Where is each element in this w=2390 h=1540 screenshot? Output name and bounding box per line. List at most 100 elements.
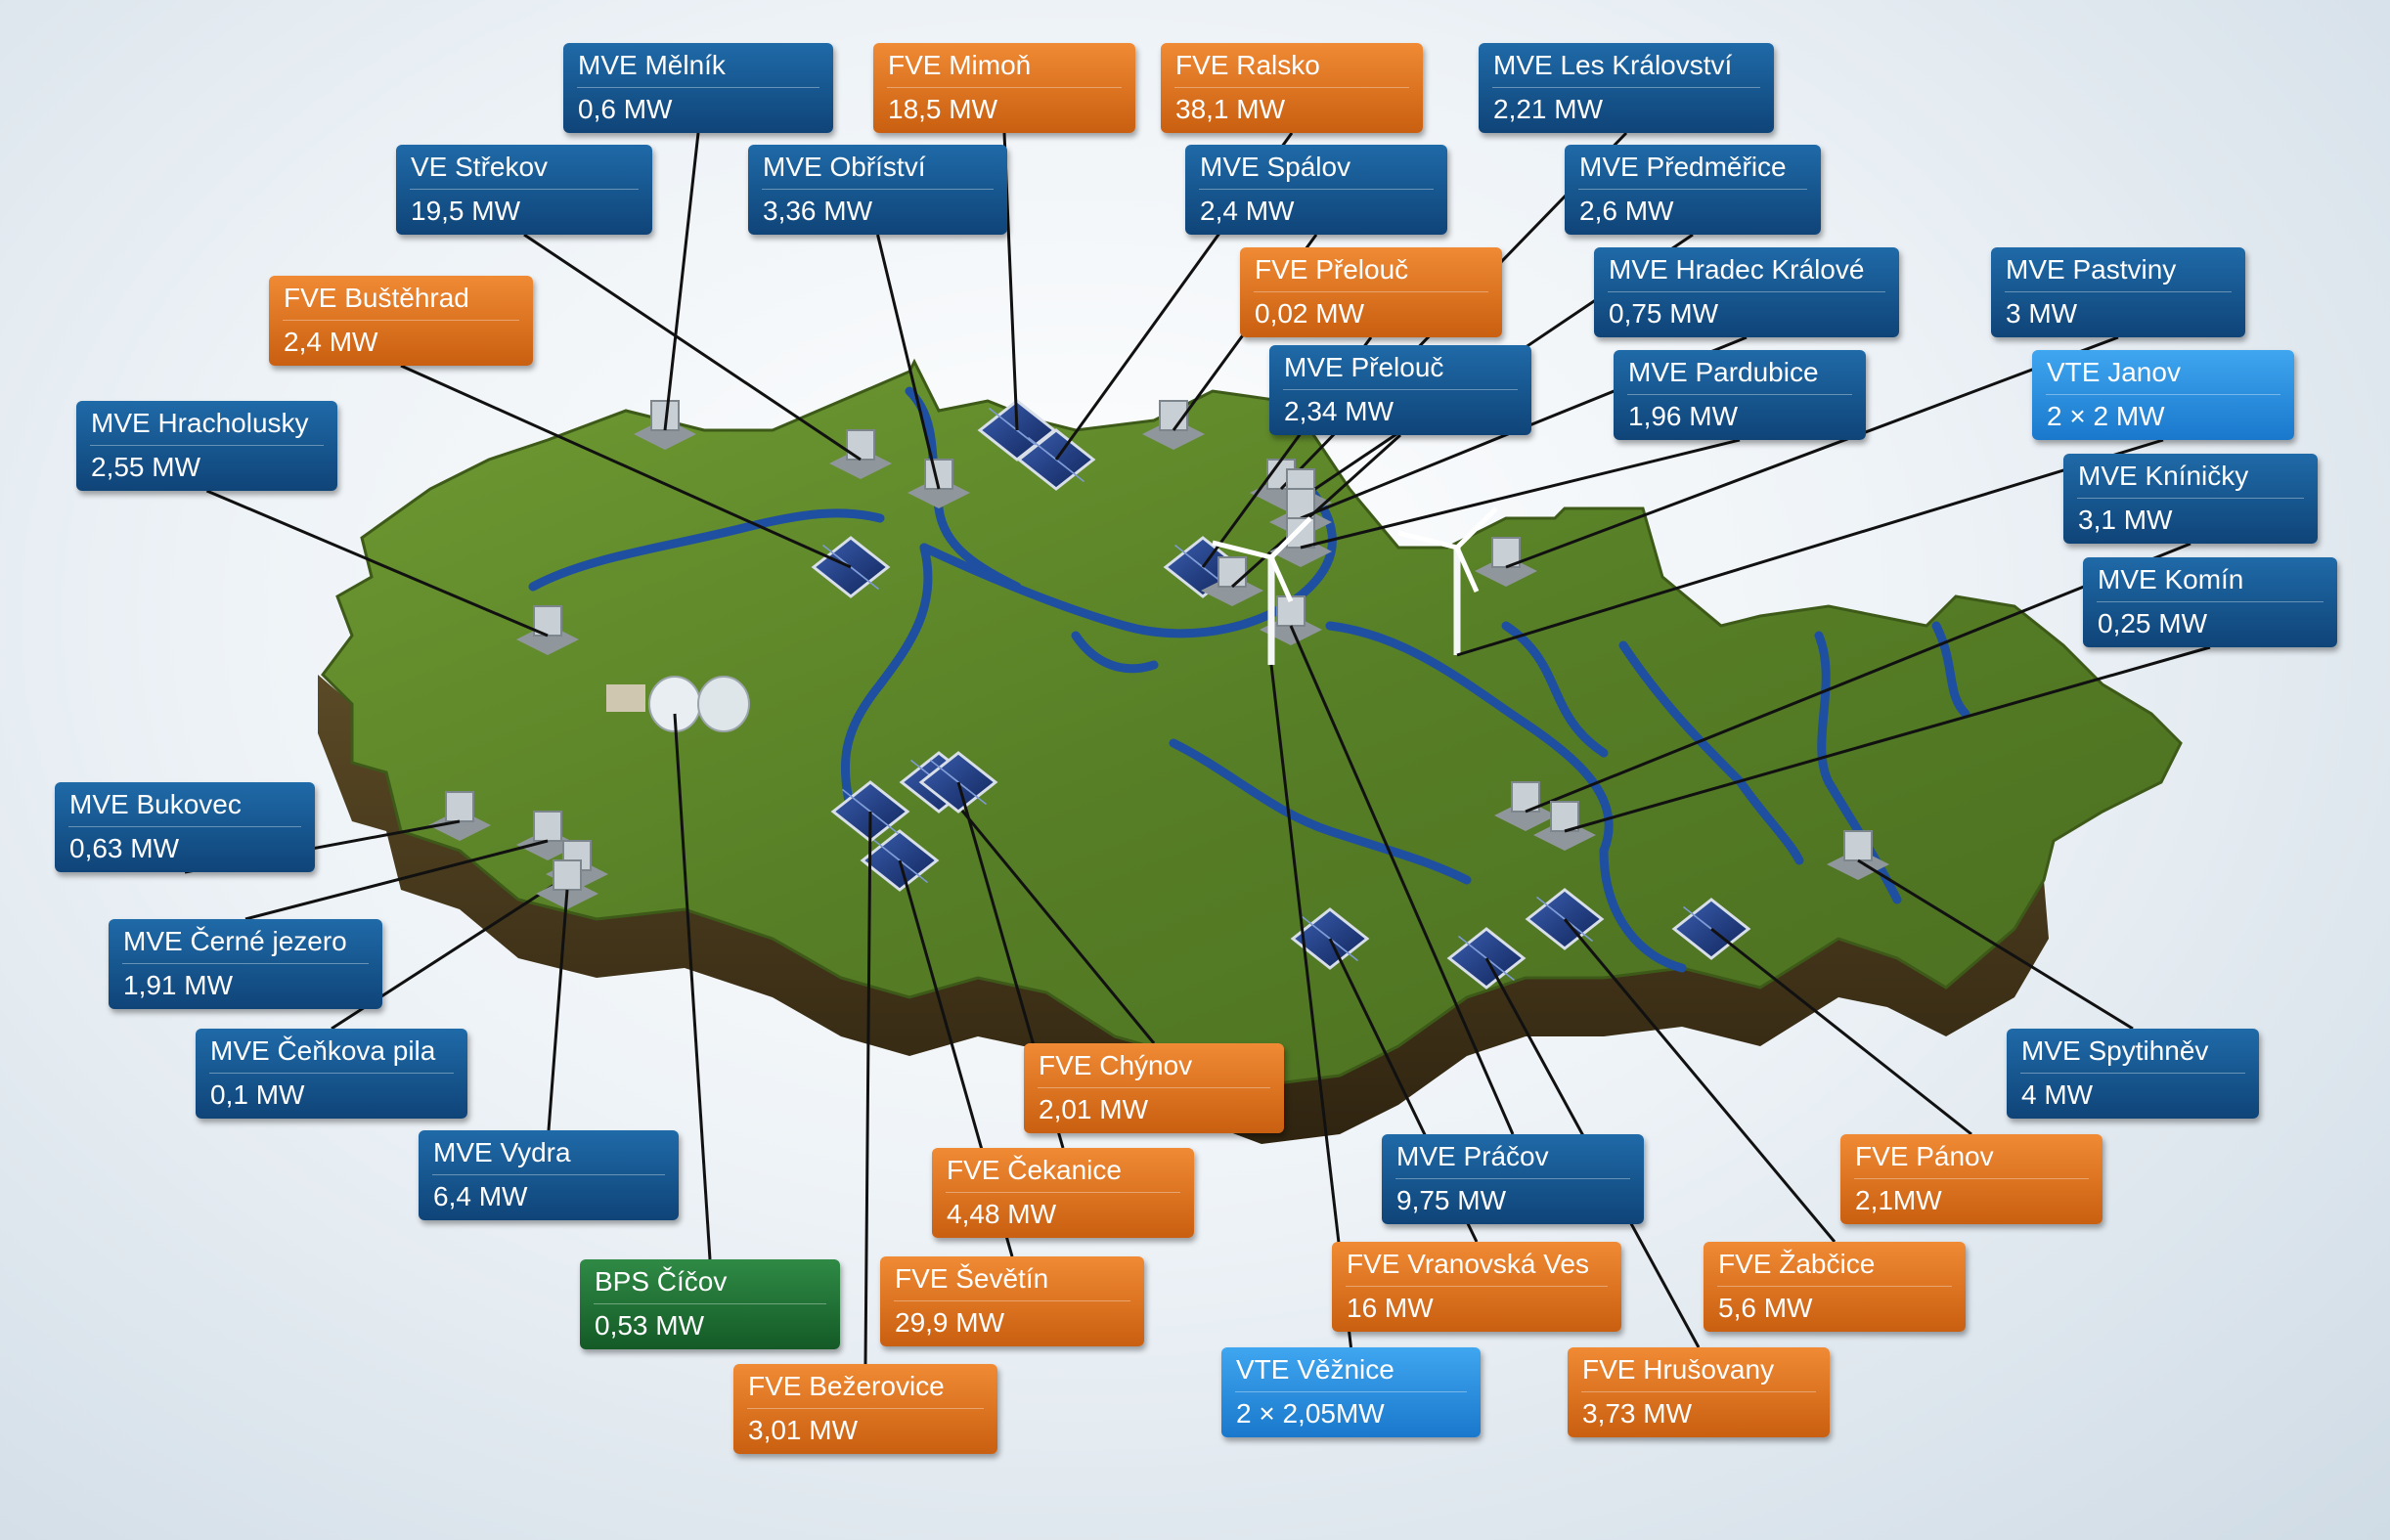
plant-capacity: 3,36 MW (763, 196, 873, 226)
water-turbine-icon (428, 791, 491, 841)
plant-capacity: 2,55 MW (91, 452, 201, 482)
label-divider (1578, 189, 1807, 190)
plant-name: FVE Ševětín (895, 1263, 1049, 1294)
plant-name: FVE Pánov (1855, 1141, 1994, 1171)
plant-capacity: 2,4 MW (284, 327, 378, 357)
label-divider (2020, 1073, 2245, 1074)
plant-name: FVE Bežerovice (748, 1371, 945, 1401)
plant-name: FVE Žabčice (1718, 1249, 1876, 1279)
plant-label[interactable]: MVE Bukovec 0,63 MW (55, 782, 315, 872)
biogas-plant-icon (606, 676, 750, 732)
plant-name: BPS Číčov (595, 1266, 728, 1297)
leader-line (1300, 438, 1741, 550)
plant-capacity: 0,1 MW (210, 1079, 305, 1110)
label-divider (1492, 87, 1760, 88)
plant-capacity: 16 MW (1347, 1293, 1434, 1323)
label-divider (894, 1300, 1130, 1301)
wind-turbine-icon (1212, 516, 1312, 665)
plant-capacity: 18,5 MW (888, 94, 998, 124)
plant-label[interactable]: MVE Práčov 9,75 MW (1382, 1134, 1644, 1224)
plant-label[interactable]: FVE Ševětín 29,9 MW (880, 1256, 1144, 1346)
plant-capacity: 2,6 MW (1579, 196, 1674, 226)
plant-capacity: 3,01 MW (748, 1415, 859, 1445)
label-divider (1717, 1286, 1952, 1287)
plant-capacity: 1,91 MW (123, 970, 234, 1000)
plant-capacity: 3 MW (2006, 298, 2078, 329)
label-divider (2005, 291, 2232, 292)
plant-name: MVE Spytihněv (2021, 1035, 2209, 1066)
plant-name: MVE Přelouč (1284, 352, 1444, 382)
plant-name: MVE Vydra (433, 1137, 571, 1167)
plant-capacity: 4 MW (2021, 1079, 2094, 1110)
leader-line (1564, 645, 2211, 833)
plant-name: MVE Kníničky (2078, 461, 2249, 491)
label-divider (2046, 394, 2280, 395)
plant-capacity: 0,6 MW (578, 94, 673, 124)
plant-label[interactable]: MVE Mělník 0,6 MW (563, 43, 833, 133)
plant-capacity: 0,53 MW (595, 1310, 705, 1341)
plant-label[interactable]: MVE Předměřice 2,6 MW (1565, 145, 1821, 235)
plant-label[interactable]: MVE Přelouč 2,34 MW (1269, 345, 1531, 435)
label-divider (2077, 498, 2304, 499)
leader-line (1710, 927, 1972, 1136)
leader-line (1563, 918, 1837, 1243)
label-divider (1254, 291, 1488, 292)
plant-name: MVE Hradec Králové (1609, 254, 1865, 285)
plant-name: MVE Mělník (578, 50, 726, 80)
leader-line (1525, 542, 2191, 814)
plant-name: MVE Hracholusky (91, 408, 309, 438)
label-divider (762, 189, 994, 190)
plant-name: MVE Práčov (1396, 1141, 1549, 1171)
plant-name: MVE Komín (2098, 564, 2244, 594)
plant-name: MVE Bukovec (69, 789, 242, 819)
label-divider (594, 1303, 826, 1304)
plant-name: MVE Pardubice (1628, 357, 1819, 387)
plant-name: MVE Předměřice (1579, 152, 1787, 182)
label-divider (432, 1174, 665, 1175)
plant-label[interactable]: BPS Číčov 0,53 MW (580, 1259, 840, 1349)
leader-line (1456, 438, 2164, 657)
plant-capacity: 3,73 MW (1582, 1398, 1693, 1429)
plant-capacity: 29,9 MW (895, 1307, 1005, 1338)
plant-label[interactable]: FVE Bežerovice 3,01 MW (733, 1364, 997, 1454)
plant-capacity: 9,75 MW (1396, 1185, 1507, 1215)
leader-line (673, 713, 712, 1260)
plant-name: MVE Spálov (1200, 152, 1351, 182)
plant-label[interactable]: MVE Hracholusky 2,55 MW (76, 401, 337, 491)
label-divider (283, 320, 519, 321)
label-divider (1608, 291, 1885, 292)
leader-line (1289, 625, 1515, 1135)
plant-name: VE Střekov (411, 152, 549, 182)
plant-label[interactable]: MVE Spytihněv 4 MW (2007, 1029, 2259, 1119)
plant-capacity: 0,63 MW (69, 833, 180, 863)
label-divider (1283, 389, 1518, 390)
plant-capacity: 2,34 MW (1284, 396, 1394, 426)
leader-line (937, 781, 1156, 1044)
